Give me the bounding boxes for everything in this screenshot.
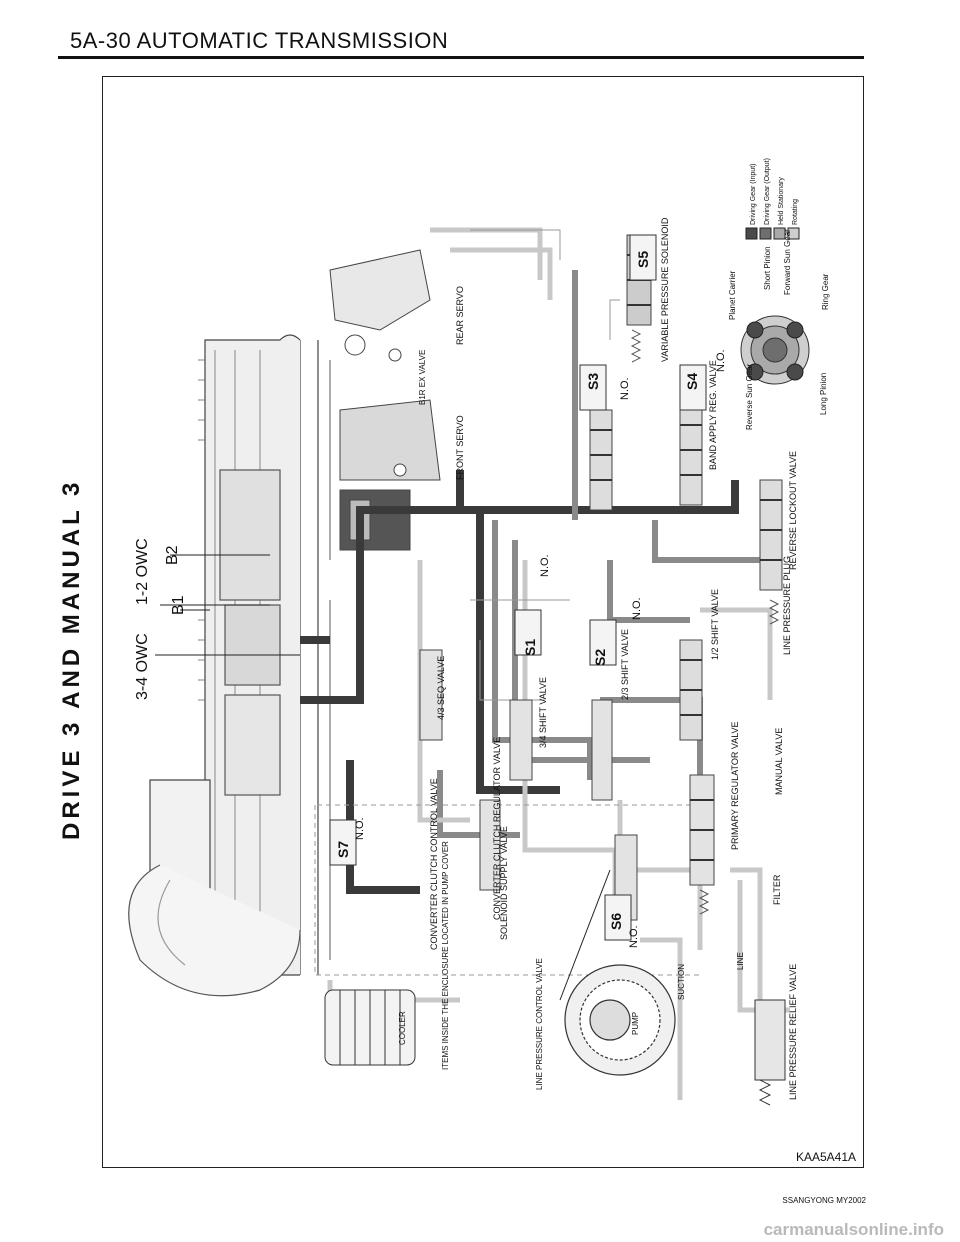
label-suction: SUCTION: [677, 964, 686, 1000]
figure-code: KAA5A41A: [795, 1150, 856, 1164]
rear-servo-drawing: [329, 249, 431, 362]
watermark: carmanualsonline.info: [763, 1220, 944, 1239]
label-b2: B2: [164, 545, 181, 565]
pump-drawing: [564, 964, 676, 1076]
label-b1: B1: [170, 595, 187, 615]
label-rear-servo: REAR SERVO: [455, 286, 465, 345]
label-s3: S3: [585, 373, 601, 390]
planetary-gearset: [740, 315, 810, 385]
cooler-drawing: [324, 989, 416, 1066]
label-solenoid-supply: SOLENOID SUPPLY VALVE: [499, 826, 509, 940]
gear-legend: [745, 227, 800, 240]
label-s6: S6: [608, 913, 624, 930]
label-no-s3: N.O.: [619, 377, 631, 400]
label-no-s6: N.O.: [628, 925, 640, 948]
label-no-s1: N.O.: [539, 554, 551, 577]
header-rule: [58, 56, 864, 59]
label-no-s7: N.O.: [354, 817, 366, 840]
label-s5: S5: [635, 251, 651, 268]
circuit-dark: [300, 470, 739, 894]
label-shift-12: 1/2 SHIFT VALVE: [710, 589, 720, 660]
label-forward-sun: Forward Sun Gear: [783, 229, 792, 295]
label-reverse-sun: Reverse Sun Gear: [745, 363, 754, 430]
label-owc12: 1-2 OWC: [134, 538, 151, 605]
callout-leaders: [155, 554, 611, 1001]
label-long-pinion: Long Pinion: [819, 373, 828, 415]
label-ccc-valve: CONVERTER CLUTCH CONTROL VALVE: [429, 778, 439, 950]
label-front-servo: FRONT SERVO: [455, 415, 465, 480]
housing-teeth: [198, 359, 205, 701]
relief-valve-drawing: [754, 999, 786, 1106]
label-s2: S2: [592, 649, 608, 666]
valve-spools: [590, 254, 782, 861]
label-s4: S4: [684, 373, 700, 390]
label-manual-valve: MANUAL VALVE: [774, 728, 784, 795]
diagram-labels: 3-4 OWC 1-2 OWC B1 B2 REAR SERVO FRONT S…: [134, 158, 830, 1100]
label-filter: FILTER: [772, 874, 782, 905]
label-line-relief: LINE PRESSURE RELIEF VALVE: [788, 964, 798, 1100]
label-shift-34: 3/4 SHIFT VALVE: [538, 677, 548, 748]
label-cooler: COOLER: [398, 1011, 407, 1045]
label-line-pressure-plug: LINE PRESSURE PLUG: [782, 556, 792, 655]
label-pump: PUMP: [631, 1012, 640, 1035]
legend-input: Driving Gear (Input): [750, 164, 757, 225]
label-items-inside: ITEMS INSIDE THE ENCLOSURE LOCATED IN PU…: [441, 841, 450, 1070]
front-servo-drawing: [339, 399, 441, 551]
label-owc34: 3-4 OWC: [134, 633, 151, 700]
label-band-apply-reg: BAND APPLY REG. VALVE: [708, 360, 718, 470]
label-line: LINE: [736, 952, 745, 970]
legend-held: Held Stationary: [778, 177, 785, 225]
label-reverse-lockout: REVERSE LOCKOUT VALVE: [788, 451, 798, 570]
label-b1r-ex-valve: B1R EX VALVE: [418, 350, 427, 405]
label-primary-reg: PRIMARY REGULATOR VALVE: [730, 721, 740, 850]
label-no-s2: N.O.: [631, 597, 643, 620]
label-no-s4: N.O.: [715, 349, 727, 372]
solenoid-boxes: [329, 234, 707, 941]
label-seq-43: 4/3 SEQ VALVE: [436, 656, 446, 720]
page-footer: SSANGYONG MY2002: [782, 1196, 866, 1205]
diagram-frame: [102, 76, 864, 1168]
label-vps: VARIABLE PRESSURE SOLENOID: [660, 217, 670, 362]
transmission-housing: [128, 334, 331, 997]
label-s7: S7: [335, 841, 351, 858]
label-ccr-valve: CONVERTER CLUTCH REGULATOR VALVE: [492, 737, 502, 920]
label-shift-23: 2/3 SHIFT VALVE: [620, 629, 630, 700]
label-ring-gear: Ring Gear: [821, 273, 830, 310]
label-short-pinion: Short Pinion: [763, 246, 772, 290]
valve-springs: [630, 329, 780, 915]
label-line-pressure-control: LINE PRESSURE CONTROL VALVE: [535, 958, 544, 1090]
label-s1: S1: [522, 639, 538, 656]
label-planet-carrier: Planet Carrier: [728, 270, 737, 320]
legend-rotating: Rotating: [792, 199, 799, 225]
valve-bodies: [419, 234, 783, 921]
legend-output: Driving Gear (Output): [764, 158, 771, 225]
page-header: 5A-30 AUTOMATIC TRANSMISSION: [70, 28, 449, 53]
